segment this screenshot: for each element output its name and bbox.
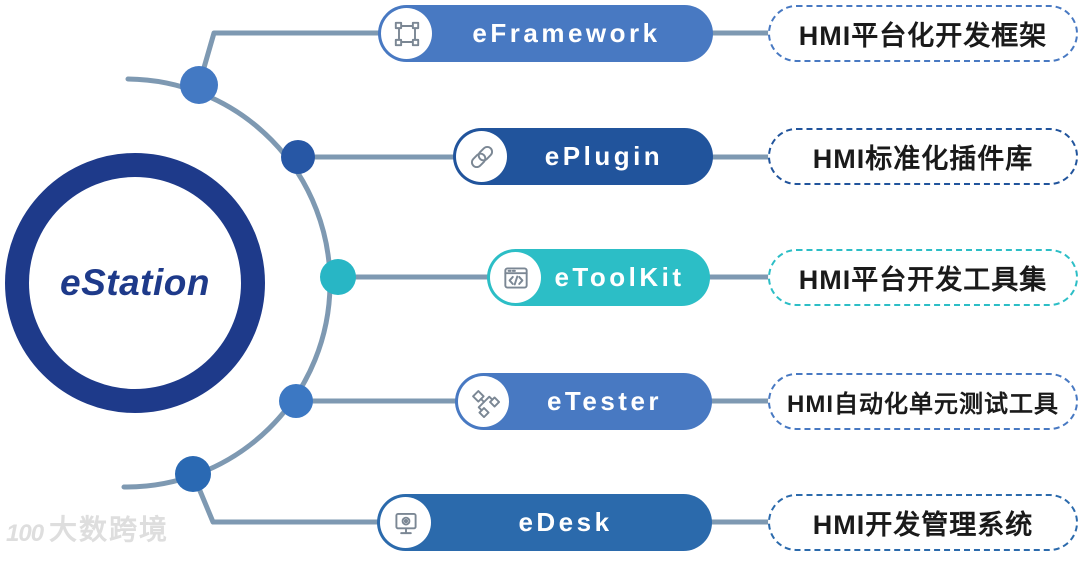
hub-label: eStation xyxy=(60,262,210,303)
pill-eplugin: ePlugin xyxy=(453,128,713,185)
description-text: HMI标准化插件库 xyxy=(812,144,1034,174)
pill-etoolkit: eToolKit xyxy=(487,249,710,306)
pill-label: eFramework xyxy=(472,18,661,48)
pill-icon-circle xyxy=(380,497,431,548)
pill-label: eToolKit xyxy=(554,262,685,292)
pill-edesk: eDesk xyxy=(377,494,712,551)
description-text: HMI自动化单元测试工具 xyxy=(787,391,1059,418)
pill-icon-circle xyxy=(381,8,432,59)
pill-label: ePlugin xyxy=(544,141,664,171)
node-dot-eframework xyxy=(180,66,218,104)
link-icon xyxy=(470,145,493,168)
node-dot-eplugin xyxy=(281,140,315,174)
pill-icon-circle xyxy=(456,131,507,182)
description-text: HMI开发管理系统 xyxy=(812,510,1034,540)
pill-label: eTester xyxy=(546,386,663,416)
frame-icon xyxy=(394,21,419,46)
watermark-logo: 100 xyxy=(6,520,44,547)
description-text: HMI平台开发工具集 xyxy=(798,265,1048,295)
pill-icon-circle xyxy=(490,252,541,303)
watermark-text: 大数跨境 xyxy=(49,514,170,545)
monitor-gear-icon xyxy=(394,512,417,534)
connector-eframework xyxy=(196,30,393,88)
description-etester: HMI自动化单元测试工具 xyxy=(768,373,1078,430)
description-eplugin: HMI标准化插件库 xyxy=(768,128,1078,185)
node-dot-etoolkit xyxy=(320,259,356,295)
hub-circle: eStation xyxy=(5,153,265,413)
nodes-icon xyxy=(471,389,500,418)
description-text: HMI平台化开发框架 xyxy=(798,21,1048,51)
pill-icon-circle xyxy=(458,376,509,427)
connector-edesk xyxy=(190,471,393,525)
pill-etester: eTester xyxy=(455,373,712,430)
description-eframework: HMI平台化开发框架 xyxy=(768,5,1078,62)
node-dot-edesk xyxy=(175,456,211,492)
pill-label: eDesk xyxy=(518,507,613,537)
code-window-icon xyxy=(503,266,528,289)
description-edesk: HMI开发管理系统 xyxy=(768,494,1078,551)
watermark: 100 大数跨境 xyxy=(6,508,169,548)
node-dot-etester xyxy=(279,384,313,418)
pill-eframework: eFramework xyxy=(378,5,713,62)
description-etoolkit: HMI平台开发工具集 xyxy=(768,249,1078,306)
